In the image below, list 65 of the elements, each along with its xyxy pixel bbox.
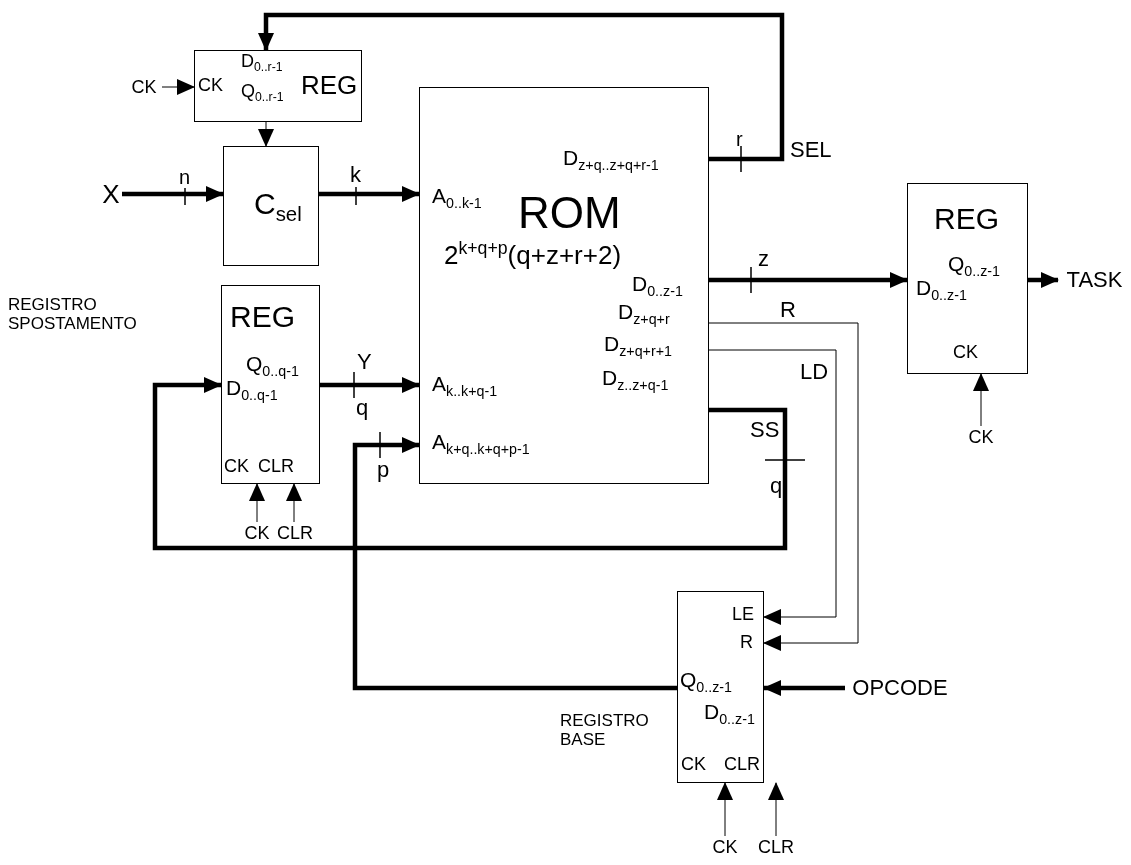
pin-label: CK [953,342,978,363]
arrow [763,680,845,696]
arrow [708,322,859,651]
register-box [194,50,362,122]
selector-box [223,146,319,266]
signal-label: CLR [277,522,311,544]
signal-label: X [100,180,122,208]
pin-label: D$_{z..z+q-1}$ [602,366,669,394]
pin-label: D$_{z+q+r+1}$ [604,332,672,360]
signal-label: CLR [758,836,794,858]
signal-label: CK [711,836,739,858]
block-title: REG [230,300,295,335]
arrow [352,437,677,691]
arrow [258,121,274,147]
arrow [768,782,784,837]
rom-size-label: 2$^{k+q+p}$(q+z+r+2) [444,238,622,271]
arrow [717,782,733,837]
arrow [708,349,837,625]
signal-label: OPCODE [845,675,955,701]
pin-label: A$_{0..k-1}$ [432,184,482,212]
pin-label: D$_{0..z-1}$ [632,272,683,300]
pin-label: CLR [724,754,760,775]
rom-box [419,87,709,484]
pin-label: A$_{k..k+q-1}$ [432,372,498,400]
block-title: C$_{sel}$ [254,187,302,227]
signal-label: CK [126,76,162,98]
block-title: ROM [518,188,621,239]
register-box [907,183,1028,374]
arrow [122,186,224,202]
register-box [677,591,764,783]
block-title: REG [301,71,358,101]
pin-label: Q$_{0..z-1}$ [680,668,733,696]
pin-label: CK [681,754,706,775]
register-caption: REGISTRO SPOSTAMENTO [8,296,138,334]
pin-label: D$_{0..r-1}$ [241,51,283,75]
arrow [319,186,420,202]
pin-label: D$_{0..z-1}$ [704,700,755,728]
arrow [286,483,302,523]
bus-width-label: q [770,474,783,499]
pin-label: Q$_{0..r-1}$ [241,81,284,105]
register-caption: REGISTRO BASE [560,712,650,750]
pin-label: CK [198,75,223,96]
arrow [258,12,785,162]
edge-label: k [350,163,361,188]
arrow [1028,272,1059,288]
arrow [320,377,420,393]
signal-label: CK [243,522,271,544]
signal-label: TASK [1058,266,1131,294]
pin-label: A$_{k+q..k+q+p-1}$ [432,430,530,458]
arrow [249,483,265,523]
register-box [221,285,320,484]
bus-width-label: r [736,128,743,150]
pin-label: CLR [258,456,294,477]
arrow [709,272,908,288]
pin-label: D$_{z+q+r}$ [618,300,670,328]
signal-label: CK [966,426,996,448]
pin-label: LE [732,604,755,625]
arrow [973,373,989,427]
arrow [152,377,788,551]
block-title: REG [934,202,999,237]
bus-width-label: q [356,396,369,421]
pin-label: R [740,632,753,653]
pin-label: D$_{z+q..z+q+r-1}$ [563,146,659,174]
pin-label: CK [224,456,249,477]
arrow [161,79,195,95]
